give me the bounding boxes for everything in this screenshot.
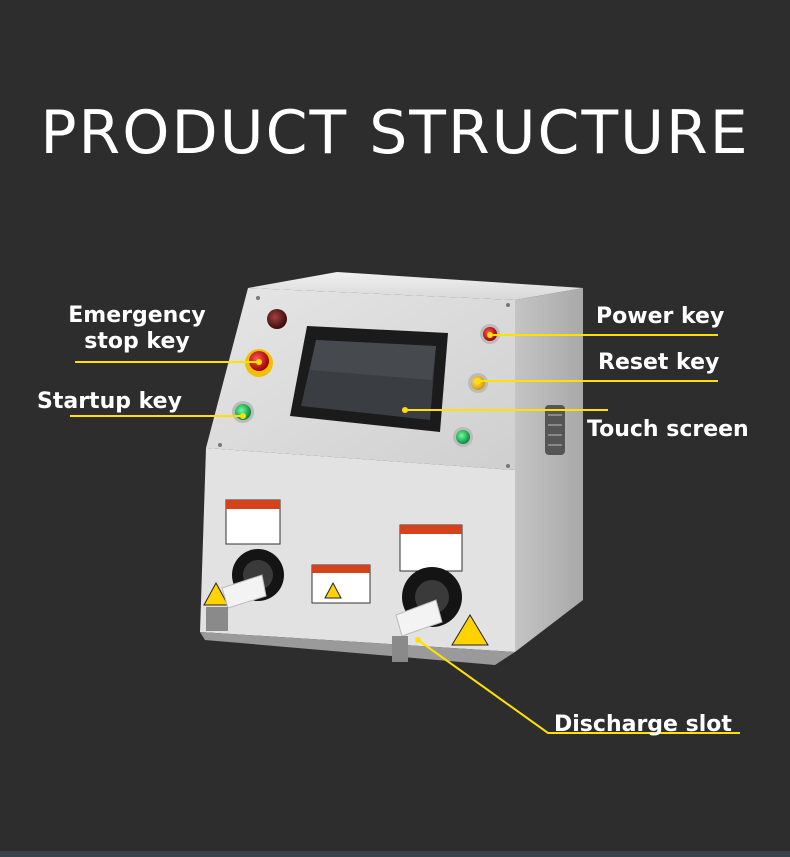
label-touch-screen: Touch screen: [587, 417, 749, 442]
machine-side: [515, 288, 583, 652]
label-power-key: Power key: [596, 304, 725, 329]
extra-green-button: [456, 430, 470, 444]
bottom-strip: [0, 851, 790, 857]
machine-top: [248, 272, 583, 300]
label-discharge-slot: Discharge slot: [554, 712, 732, 737]
label-emergency-line2: stop key: [84, 329, 190, 354]
label-startup-key: Startup key: [37, 389, 182, 414]
workpiece-left: [221, 574, 267, 609]
vent-grille: [545, 405, 565, 455]
label-emergency-line1: Emergency: [68, 303, 206, 328]
leader-discharge: [417, 639, 740, 734]
warning-triangle-icon: [451, 614, 489, 646]
label-emergency-stop-key: Emergency stop key: [62, 303, 212, 355]
page-title: PRODUCT STRUCTURE: [40, 98, 750, 168]
workpiece-right: [395, 599, 443, 637]
warning-triangle-icon: [203, 581, 229, 606]
leader-lines: [70, 334, 740, 734]
label-reset-key: Reset key: [598, 350, 720, 375]
machine-base: [200, 632, 515, 665]
indicator-lamp: [267, 309, 287, 329]
